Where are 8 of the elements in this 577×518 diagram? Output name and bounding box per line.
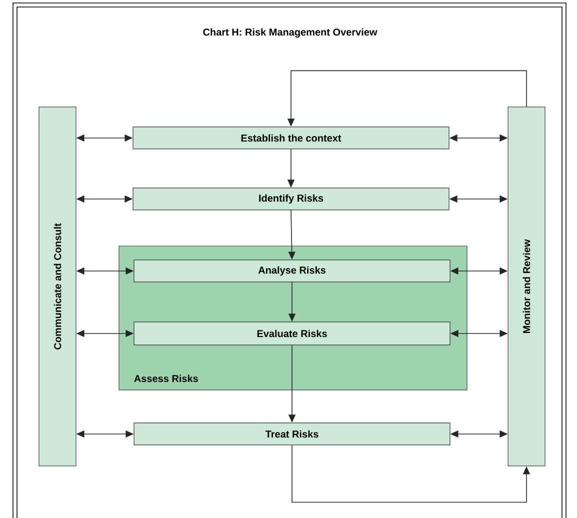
process-box: Treat Risks [134,422,450,446]
process-box: Establish the context [132,126,450,150]
vertical-bar: Communicate and Consult [38,106,76,466]
title: Chart H: Risk Management Overview [203,28,378,38]
process-box: Analyse Risks [134,260,450,282]
vertical-bar: Monitor and Review [508,106,546,466]
process-box: Evaluate Risks [134,322,450,346]
process-box: Identify Risks [132,188,450,210]
